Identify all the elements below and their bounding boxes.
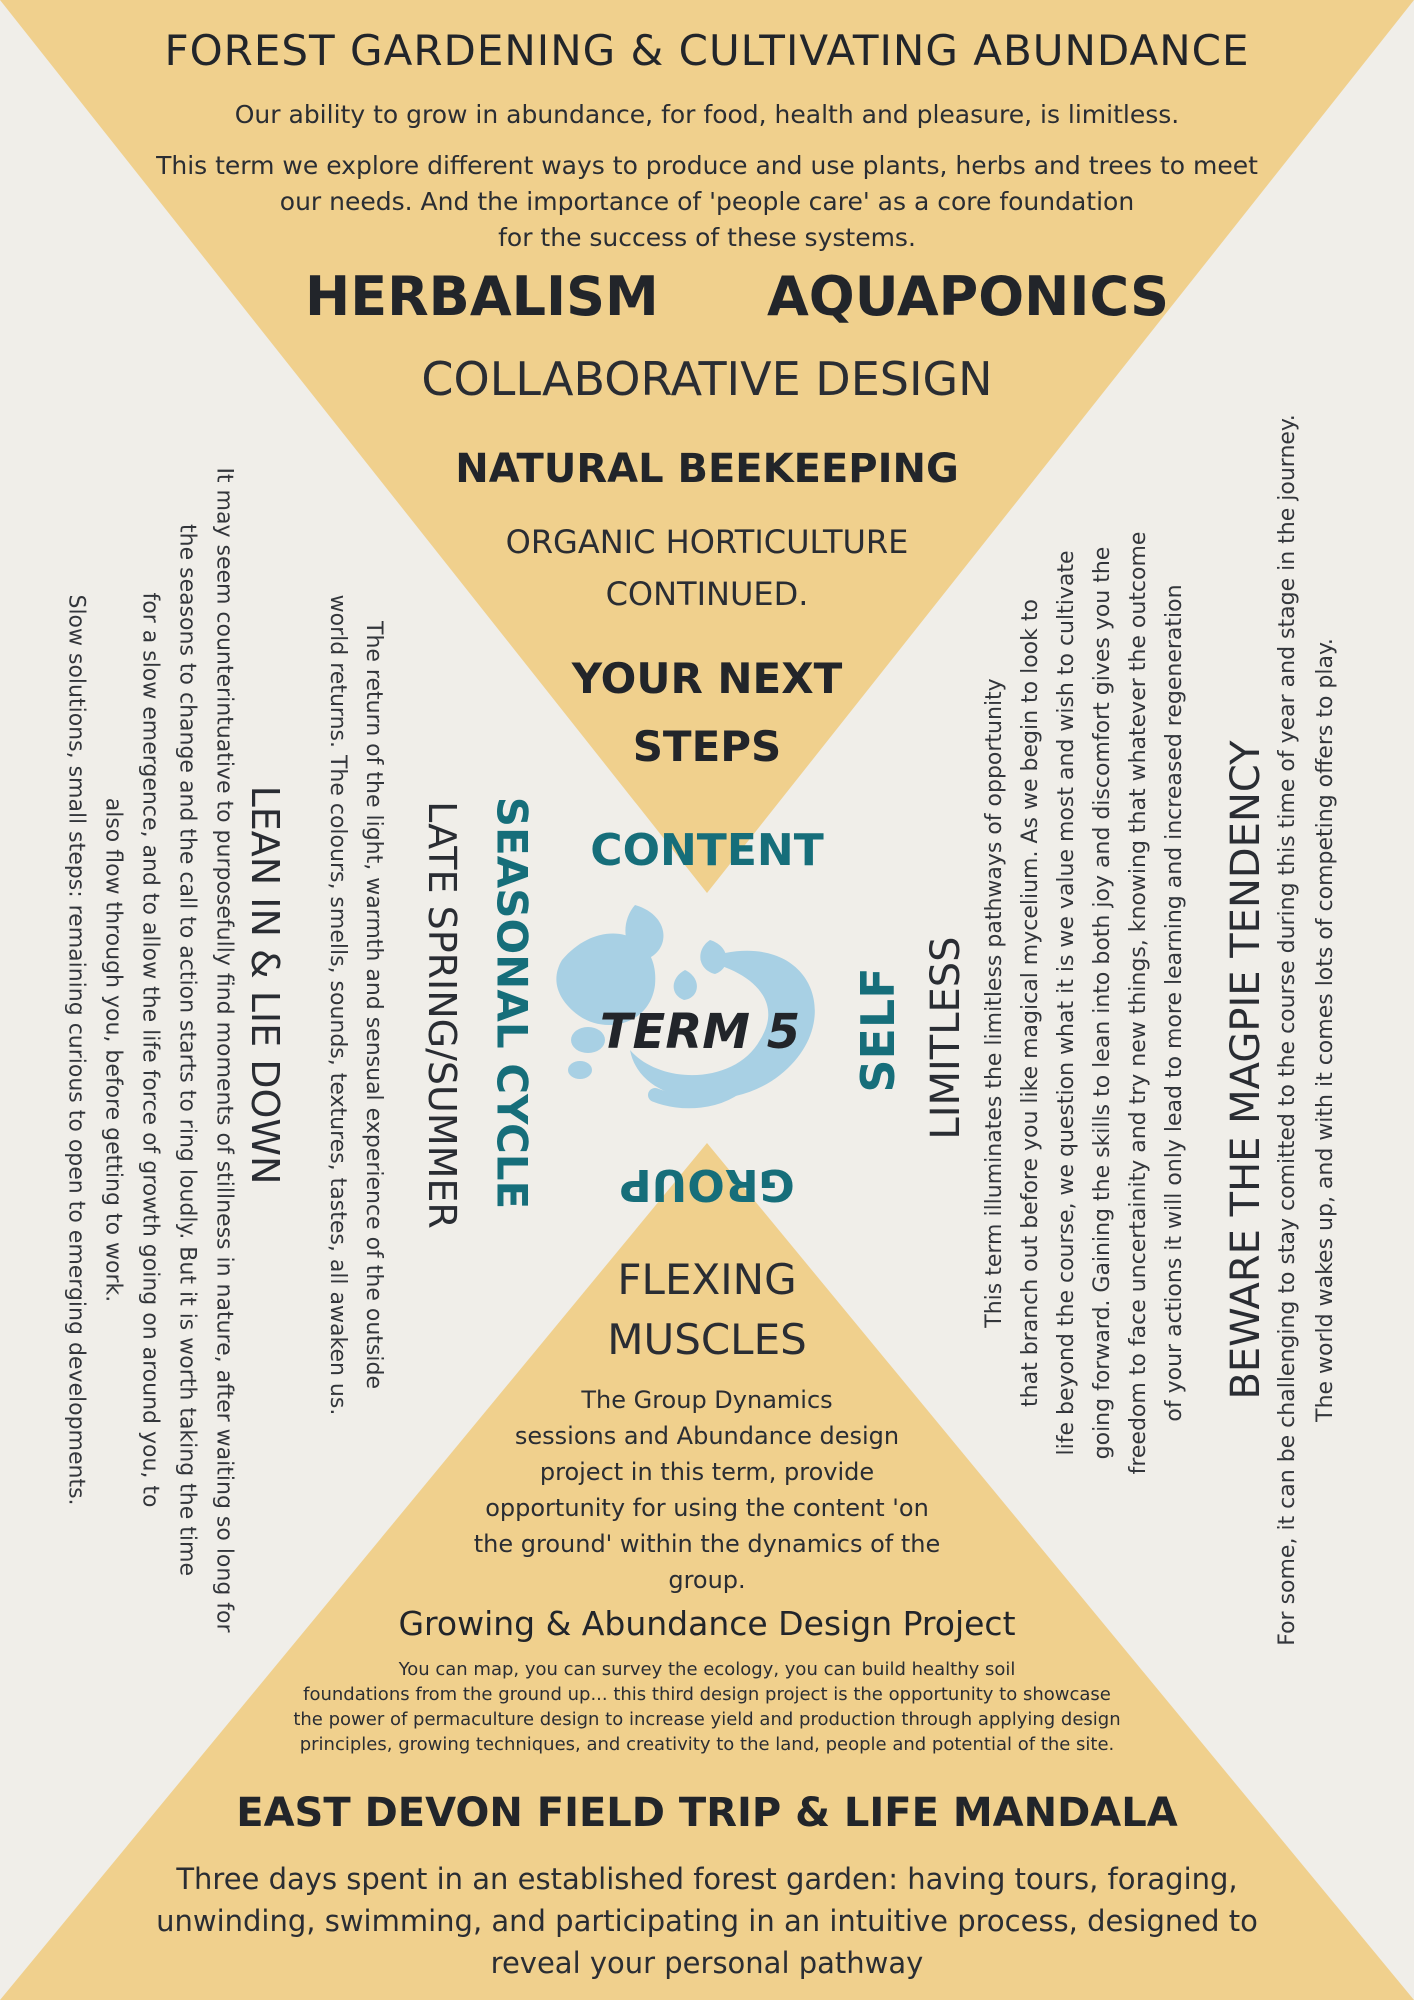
topic-collaborative-design: COLLABORATIVE DESIGN: [421, 352, 993, 406]
topic-natural-beekeeping: NATURAL BEEKEEPING: [455, 446, 959, 492]
topic-aquaponics: AQUAPONICS: [767, 265, 1169, 328]
group-dynamics-text: The Group Dynamics sessions and Abundanc…: [473, 1386, 941, 1594]
flexing-muscles: FLEXING MUSCLES: [607, 1255, 807, 1364]
field-trip-text: Three days spent in an established fores…: [156, 1862, 1258, 1980]
logo-text: TERM 5: [600, 1004, 800, 1060]
intro-line: Our ability to grow in abundance, for fo…: [234, 100, 1180, 129]
design-project-title: Growing & Abundance Design Project: [398, 1604, 1016, 1643]
bottom-triangle: [0, 1143, 1414, 2000]
season-title: LATE SPRING/SUMMER: [420, 801, 464, 1229]
page-title: FOREST GARDENING & CULTIVATING ABUNDANCE: [164, 26, 1250, 75]
lean-in-title: LEAN IN & LIE DOWN: [243, 785, 287, 1185]
topic-organic-horticulture: ORGANIC HORTICULTURE CONTINUED.: [505, 523, 909, 613]
field-trip-title: EAST DEVON FIELD TRIP & LIFE MANDALA: [236, 1790, 1178, 1836]
label-self: SELF: [851, 967, 905, 1093]
your-next-steps: YOUR NEXT STEPS: [571, 654, 843, 771]
limitless-title: LIMITLESS: [923, 936, 969, 1140]
top-triangle: [0, 0, 1414, 893]
design-project-text: You can map, you can survey the ecology,…: [293, 1659, 1121, 1755]
topic-herbalism: HERBALISM: [305, 265, 659, 328]
label-seasonal-cycle: SEASONAL CYCLE: [487, 796, 537, 1210]
leaf-swirl-logo: TERM 5: [556, 905, 815, 1109]
label-content: CONTENT: [590, 825, 824, 876]
intro-paragraph: This term we explore different ways to p…: [156, 151, 1258, 252]
